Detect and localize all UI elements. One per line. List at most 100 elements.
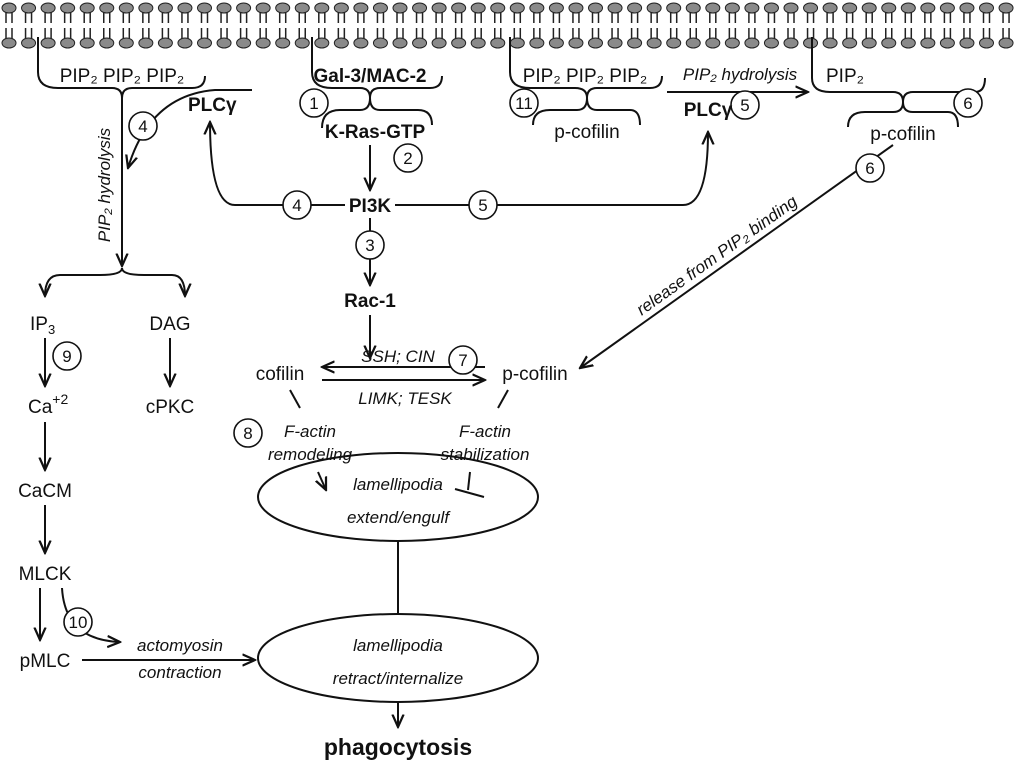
svg-text:4: 4 [138,117,147,136]
svg-text:retract/internalize: retract/internalize [333,669,463,688]
lipid [138,2,154,49]
phagocytosis-label: phagocytosis [324,734,472,760]
ip3-label: IP3 [30,314,55,337]
lipid [294,2,310,49]
svg-text:9: 9 [62,347,71,366]
svg-text:11: 11 [515,94,533,113]
lipid [548,2,564,49]
svg-text:1: 1 [309,94,318,113]
stabilization-label-2: stabilization [441,445,530,464]
center-group: Gal-3/MAC-2 1 K-Ras-GTP 2 PI3K 4 5 3 Rac… [210,37,708,358]
lipid [959,2,975,49]
lipid [763,2,779,49]
svg-text:lamellipodia: lamellipodia [353,636,443,655]
middle-pip2-label: PIP₂ PIP₂ PIP₂ [523,66,648,87]
mlck-label: MLCK [19,564,72,585]
step-11-circle: 11 [509,88,539,118]
lipid [979,2,994,49]
limk-tesk-label: LIMK; TESK [358,389,452,408]
step-2-circle: 2 [393,143,423,173]
step-9-circle: 9 [52,341,82,371]
lipid [881,2,897,49]
cofilin-cycle: cofilin p-cofilin SSH; CIN 7 LIMK; TESK … [233,345,568,498]
step-6b-circle: 6 [855,153,885,183]
lipid [372,2,388,49]
lipid [822,2,838,49]
plc-gamma-right: PLCγ [684,100,733,121]
right-pcofilin-label: p-cofilin [870,124,935,145]
lipid [255,2,271,49]
pcofilin-label: p-cofilin [502,364,567,385]
lipid [60,2,76,49]
svg-text:5: 5 [740,96,749,115]
actomyosin-label: actomyosin [137,636,223,655]
lipid [353,2,369,49]
cpkc-label: cPKC [146,397,195,418]
calcium-label: Ca+2 [28,391,68,418]
lipid [118,2,134,49]
rac1-label: Rac-1 [344,291,396,312]
lipid [157,2,173,49]
pip2-hydrolysis-label: PIP₂ hydrolysis [95,127,114,242]
right-hydrolysis-label: PIP₂ hydrolysis [683,65,798,84]
lipid [646,2,662,49]
lipid [197,2,212,49]
remodel-label-2: remodeling [268,445,353,464]
lipid [861,2,877,49]
lipid [803,2,819,49]
outcome-group: lamellipodia extend/engulf lamellipodia … [257,452,539,760]
step-8-circle: 8 [233,418,263,448]
lipid [177,2,193,49]
lipid [392,2,408,49]
plc-gamma-left: PLCγ [188,95,237,116]
step-10-circle: 10 [63,607,93,637]
lipid [588,2,603,49]
step-5b-circle: 5 [730,90,760,120]
lipid [783,2,799,49]
lipid [21,2,37,49]
step-6-circle: 6 [953,88,983,118]
stabilization-label-1: F-actin [459,422,511,441]
lipid [705,2,721,49]
svg-text:6: 6 [963,94,972,113]
lipid [1,2,17,49]
cell-membrane [1,2,1014,49]
lipid [236,2,252,49]
step-1-circle: 1 [299,88,329,118]
middle-pcofilin-label: p-cofilin [554,122,619,143]
step-4-circle: 4 [128,111,158,141]
svg-text:6: 6 [865,159,874,178]
lipid [920,2,936,49]
lipid [509,2,525,49]
right-pip2-label: PIP₂ [826,66,864,87]
lipid [490,2,506,49]
lipid [314,2,330,49]
lipid [333,2,349,49]
contraction-label: contraction [138,663,221,682]
pmlc-label: pMLC [20,651,71,672]
middle-pip2-group: PIP₂ PIP₂ PIP₂ 11 p-cofilin [509,37,663,143]
lipid [685,2,701,49]
lipid [99,2,115,49]
step-7-circle: 7 [448,345,478,375]
pip2-label: PIP₂ PIP₂ PIP₂ [60,66,185,87]
lipid [40,2,56,49]
lipid [666,2,682,49]
lipid [724,2,740,49]
gal3-mac2-label: Gal-3/MAC-2 [314,66,427,87]
svg-text:10: 10 [69,613,88,632]
lipid [607,2,623,49]
lipid [275,2,291,49]
step-4b-circle: 4 [282,190,312,220]
svg-text:lamellipodia: lamellipodia [353,475,443,494]
lipid [412,2,428,49]
svg-text:3: 3 [365,236,374,255]
remodel-label-1: F-actin [284,422,336,441]
left-pip2-group: PIP₂ PIP₂ PIP₂ PIP₂ hydrolysis PLCγ 4 [37,37,252,266]
lipid [900,2,916,49]
svg-text:7: 7 [458,351,467,370]
lipid [842,2,858,49]
svg-text:5: 5 [478,196,487,215]
svg-text:4: 4 [292,196,301,215]
